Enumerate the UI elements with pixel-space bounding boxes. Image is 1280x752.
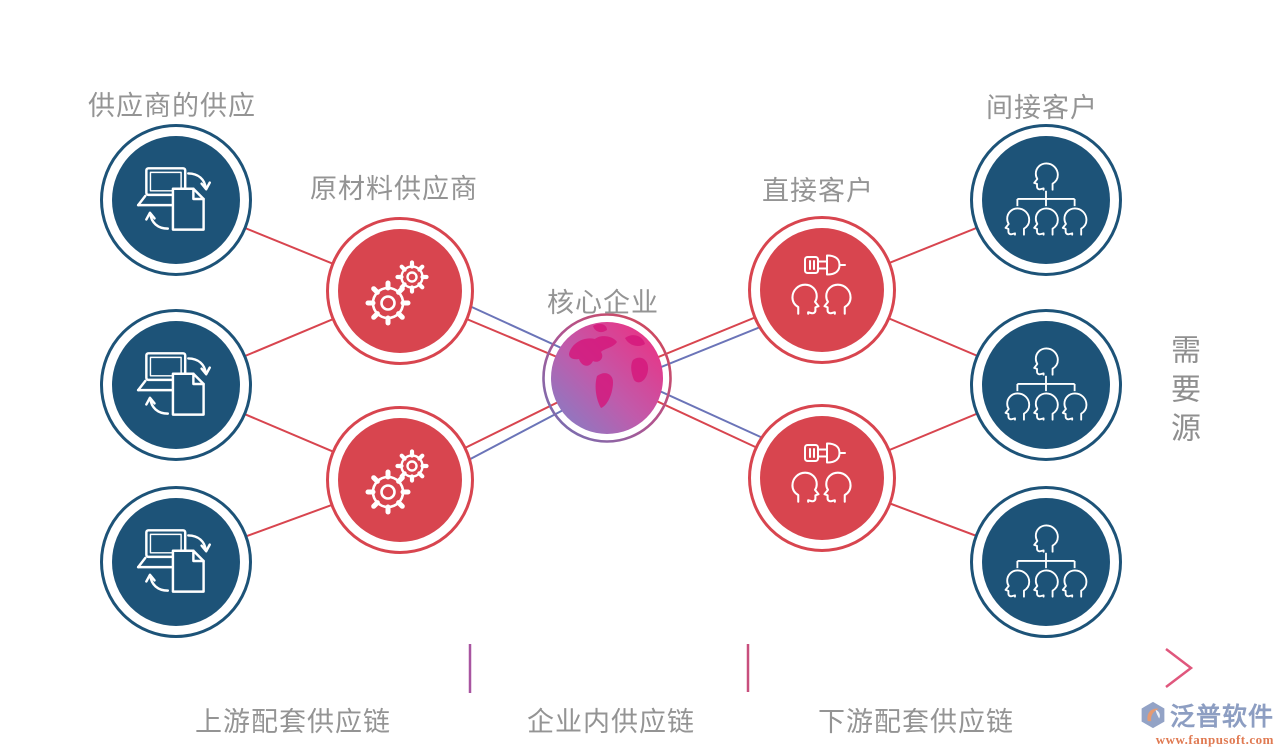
plug-people-icon — [777, 254, 867, 335]
node-indirect-customer-2 — [970, 309, 1122, 461]
laptop-doc-sync-icon — [136, 352, 211, 416]
globe-icon — [542, 313, 672, 443]
watermark-brand: 泛普软件 — [1169, 703, 1274, 731]
label-indirect-customer: 间接客户 — [986, 93, 1098, 123]
watermark: 泛普软件 www.fanpusoft.com — [1139, 697, 1274, 748]
label-supplier-supply: 供应商的供应 — [88, 91, 256, 121]
label-demand-source: 需要源 — [1166, 334, 1199, 451]
node-indirect-customer-1 — [970, 124, 1122, 276]
org-chart-people-icon — [1000, 516, 1092, 608]
axis-label-upstream: 上游配套供应链 — [195, 707, 391, 737]
plug-people-icon — [777, 442, 867, 523]
node-core-enterprise — [541, 312, 673, 444]
gears-icon — [365, 260, 429, 326]
node-direct-customer-1 — [748, 216, 896, 364]
fanpu-logo-icon — [1141, 701, 1165, 729]
node-raw-material-1 — [326, 217, 474, 365]
node-direct-customer-2 — [748, 404, 896, 552]
org-chart-people-icon — [1000, 154, 1092, 246]
node-supplier-1 — [100, 124, 252, 276]
node-raw-material-2 — [326, 406, 474, 554]
timeline-axis — [95, 644, 1194, 693]
laptop-doc-sync-icon — [136, 529, 211, 593]
label-raw-material-supplier: 原材料供应商 — [310, 174, 478, 204]
axis-label-internal: 企业内供应链 — [527, 707, 695, 737]
org-chart-people-icon — [1000, 339, 1092, 431]
axis-label-downstream: 下游配套供应链 — [818, 707, 1014, 737]
laptop-doc-sync-icon — [136, 167, 211, 231]
node-supplier-3 — [100, 486, 252, 638]
node-indirect-customer-3 — [970, 486, 1122, 638]
watermark-url: www.fanpusoft.com — [1155, 732, 1274, 747]
node-supplier-2 — [100, 309, 252, 461]
label-core-enterprise: 核心企业 — [547, 288, 659, 318]
label-direct-customer: 直接客户 — [762, 176, 874, 206]
gears-icon — [365, 449, 429, 515]
axis-arrowhead-icon — [1165, 648, 1194, 688]
